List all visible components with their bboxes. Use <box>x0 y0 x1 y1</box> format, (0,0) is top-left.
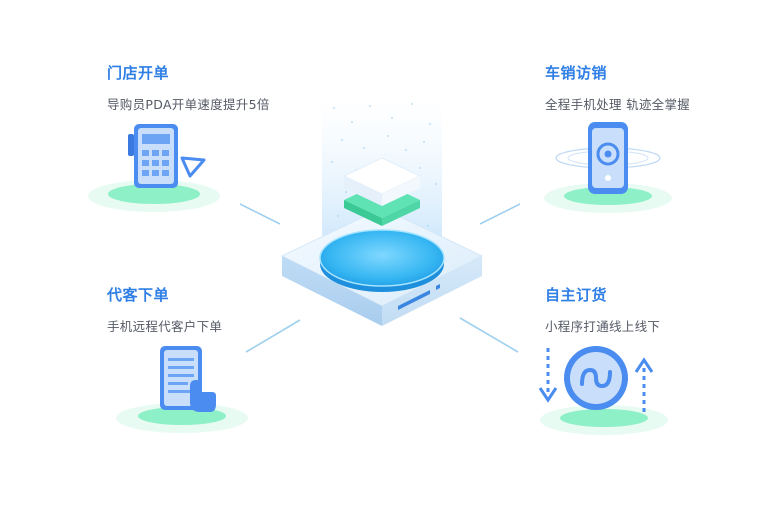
mobile-phone-icon <box>544 122 672 213</box>
hand-document-icon <box>116 346 248 433</box>
connector-bottom-right <box>459 317 519 353</box>
connector-top-left <box>239 203 281 225</box>
store-order-title: 门店开单 <box>107 64 170 82</box>
store-order-desc: 导购员PDA开单速度提升5倍 <box>107 97 270 112</box>
self-order-desc: 小程序打通线上线下 <box>545 319 661 334</box>
connector-bottom-left <box>245 319 301 353</box>
proxy-order-desc: 手机远程代客户下单 <box>107 319 223 334</box>
van-sales-desc: 全程手机处理 轨迹全掌握 <box>545 97 691 112</box>
platform-hub-icon <box>280 98 484 326</box>
self-order-title: 自主订货 <box>545 286 608 304</box>
van-sales-title: 车销访销 <box>545 64 608 82</box>
proxy-order-title: 代客下单 <box>107 286 170 304</box>
mini-program-icon <box>538 346 668 435</box>
pda-terminal-icon <box>88 124 220 212</box>
connector-top-right <box>479 203 521 225</box>
